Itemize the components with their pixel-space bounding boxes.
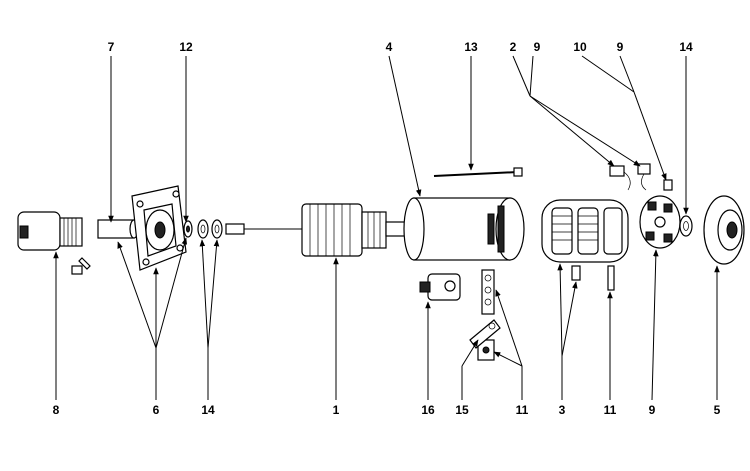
callout-9-top-left: 9	[534, 40, 541, 54]
callout-1: 1	[333, 403, 340, 417]
part-5-end-frame	[703, 195, 745, 265]
part-14-washer-rear	[679, 215, 693, 237]
callout-2: 2	[510, 40, 517, 54]
part-3-field-coils	[541, 199, 629, 291]
callout-14-top: 14	[679, 40, 693, 54]
leader-lines	[53, 55, 720, 401]
callout-8: 8	[53, 403, 60, 417]
part-8-drive-pinion	[17, 211, 91, 275]
callout-5: 5	[714, 403, 721, 417]
part-14-washers-front	[197, 219, 223, 239]
callout-11-left: 11	[516, 403, 529, 417]
part-6-drive-end-housing	[131, 185, 187, 271]
part-1-armature	[225, 203, 407, 257]
part-11-insulators	[477, 269, 495, 361]
part-7-sleeve	[97, 219, 139, 239]
callout-6: 6	[153, 403, 160, 417]
callout-10: 10	[573, 40, 587, 54]
part-12-washer	[183, 220, 193, 238]
callouts-bottom: 8 6 14 1 16 15 11 3 11 9 5	[53, 403, 721, 417]
part-4-field-frame	[403, 197, 525, 261]
part-13-through-bolt	[433, 167, 523, 177]
part-2-brushes	[609, 163, 673, 191]
part-9-brush-holder	[639, 195, 681, 249]
callout-11-right: 11	[604, 403, 617, 417]
callout-12: 12	[179, 40, 193, 54]
callout-9-bottom: 9	[649, 403, 656, 417]
callout-14-bottom: 14	[201, 403, 215, 417]
callout-4: 4	[386, 40, 393, 54]
callout-3: 3	[559, 403, 566, 417]
callout-13: 13	[464, 40, 478, 54]
callout-7: 7	[108, 40, 115, 54]
part-16-terminal	[419, 273, 461, 301]
callouts-top: 7 12 4 13 2 9 10 9 14	[108, 40, 693, 54]
callout-9-top-right: 9	[617, 40, 624, 54]
callout-16: 16	[421, 403, 435, 417]
callout-15: 15	[455, 403, 469, 417]
